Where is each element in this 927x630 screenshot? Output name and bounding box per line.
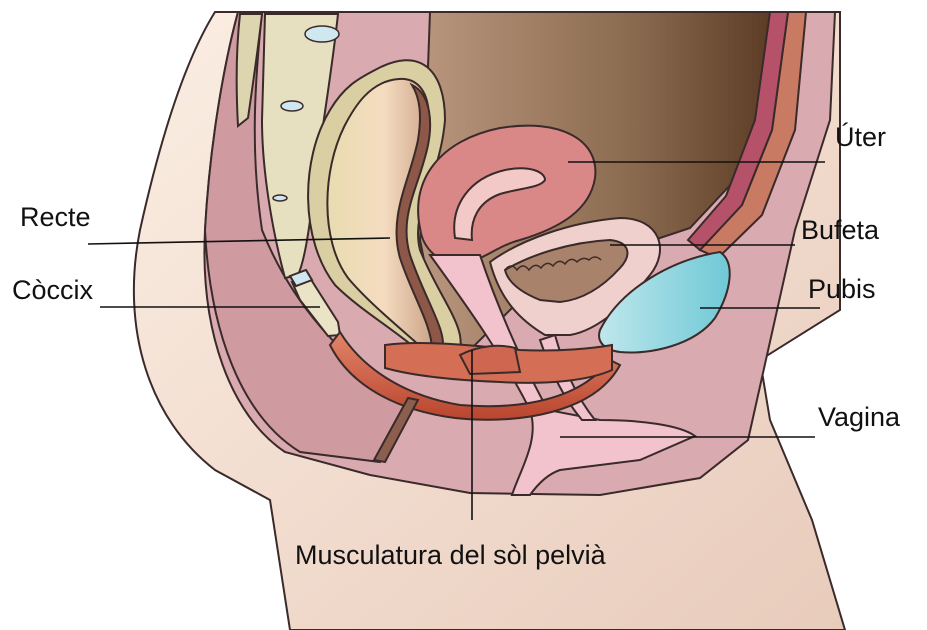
- label-uterus: Úter: [835, 121, 886, 152]
- vertebral-disc-2: [281, 101, 303, 111]
- label-pubis: Pubis: [808, 274, 876, 304]
- label-rectum: Recte: [20, 202, 91, 232]
- pelvic-floor-muscle-front: [460, 346, 520, 374]
- label-coccyx: Còccix: [12, 275, 94, 305]
- vertebral-disc-1: [305, 26, 339, 42]
- label-vagina: Vagina: [818, 402, 901, 432]
- vertebral-disc-3: [273, 195, 287, 201]
- label-bladder: Bufeta: [801, 215, 880, 245]
- label-pelvic-floor: Musculatura del sòl pelvià: [295, 540, 607, 570]
